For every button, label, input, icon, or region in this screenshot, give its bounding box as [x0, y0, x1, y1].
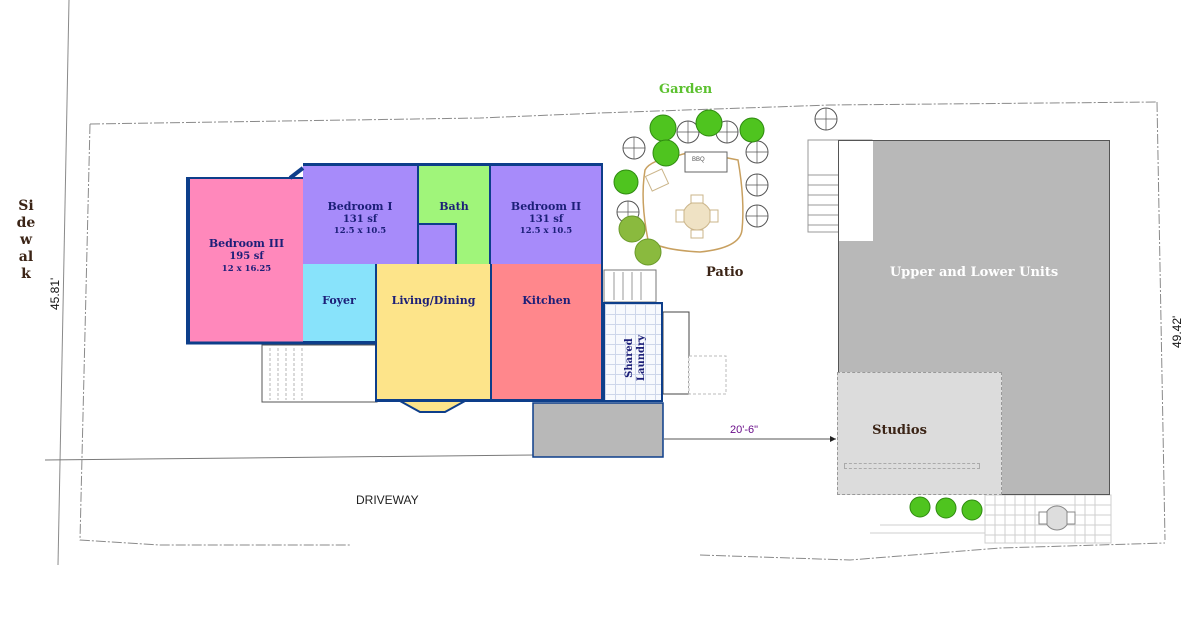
room-label-line1: Shared [624, 338, 635, 378]
room-label: Bedroom II [510, 200, 582, 213]
patio-label: Patio [706, 265, 744, 280]
room-dimensions: 12.5 x 10.5 [519, 226, 573, 236]
room-label: Kitchen [522, 294, 571, 307]
room-shared-laundry[interactable]: Shared Laundry [603, 302, 663, 402]
room-label: Foyer [322, 294, 356, 307]
room-area: 195 sf [229, 251, 264, 262]
room-dimensions: 12.5 x 10.5 [333, 226, 387, 236]
building-label: Upper and Lower Units [889, 265, 1059, 280]
room-bath[interactable]: Bath [417, 163, 489, 223]
right-lot-dimension: 49.42' [1170, 315, 1184, 348]
room-label: Bath [439, 200, 469, 213]
room-bedroom-3[interactable]: Bedroom III 195 sf 12 x 16.25 [186, 177, 303, 343]
room-label-line2: Laundry [636, 334, 647, 382]
bath-extension [457, 223, 489, 264]
building-studios[interactable]: Studios [837, 372, 1002, 495]
room-label: Bedroom I [327, 200, 393, 213]
bbq-label: BBQ [692, 157, 705, 163]
garden-label: Garden [659, 82, 713, 97]
building-label: Studios [872, 423, 927, 438]
studios-counter [844, 463, 980, 469]
left-lot-dimension: 45.81' [48, 277, 62, 310]
bath-closet [417, 223, 457, 264]
room-bedroom-2[interactable]: Bedroom II 131 sf 12.5 x 10.5 [489, 163, 603, 264]
room-bedroom-1[interactable]: Bedroom I 131 sf 12.5 x 10.5 [303, 163, 417, 264]
room-label: Bedroom III [208, 237, 285, 250]
room-area: 131 sf [528, 214, 564, 225]
separation-dimension: 20'-6" [730, 424, 759, 436]
room-foyer[interactable]: Foyer [303, 264, 375, 343]
room-living-dining[interactable]: Living/Dining [375, 264, 490, 402]
room-kitchen[interactable]: Kitchen [490, 264, 603, 402]
driveway-label: DRIVEWAY [356, 493, 419, 507]
room-dimensions: 12 x 16.25 [221, 264, 272, 274]
room-label: Living/Dining [391, 294, 476, 307]
room-area: 131 sf [342, 214, 378, 225]
sidewalk-label: Sidewalk [16, 198, 36, 282]
